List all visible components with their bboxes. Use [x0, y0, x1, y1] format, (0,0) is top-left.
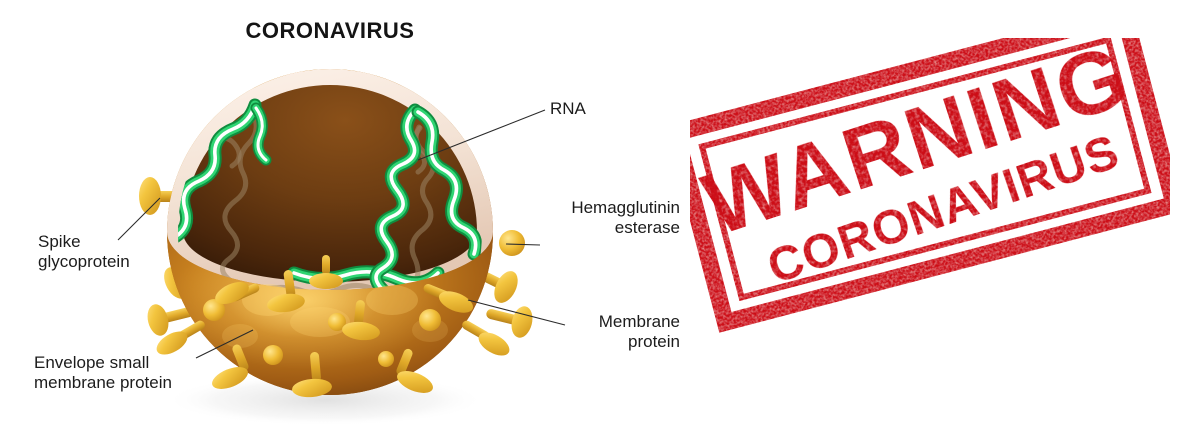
label-hemagglutinin-esterase: Hemagglutinin esterase	[571, 198, 680, 238]
label-spike-glycoprotein: Spike glycoprotein	[38, 232, 130, 272]
warning-stamp: WARNING CORONAVIRUS	[690, 38, 1170, 338]
rna-strand-right-outer	[411, 105, 482, 261]
leader-line-spike	[117, 197, 161, 241]
stamp-inner-border	[698, 38, 1152, 302]
spike-bowl-4	[423, 284, 474, 313]
label-membrane-protein: Membrane protein	[598, 312, 680, 352]
leader-line-membrane	[467, 299, 566, 326]
warning-stamp-graphic: WARNING CORONAVIRUS	[690, 38, 1170, 333]
rna-strand-right	[369, 103, 422, 297]
label-envelope-small-membrane-protein: Envelope small membrane protein	[34, 353, 172, 393]
spike-bowl-9	[462, 320, 510, 356]
hemagglutinin-esterase-marker	[499, 230, 525, 256]
leader-line-envelope	[195, 329, 254, 359]
spike-bowl-8	[309, 255, 343, 289]
spike-bowl-3	[342, 300, 380, 341]
leader-line-rna	[417, 109, 546, 161]
leader-line-hemagg	[505, 243, 541, 246]
coronavirus-diagram	[117, 69, 566, 426]
page-title: CORONAVIRUS	[245, 18, 415, 43]
stamp-outer-border	[690, 38, 1170, 333]
spike-bowl-10	[156, 320, 205, 355]
envelope-small-membrane-protein-group	[203, 299, 441, 367]
drop-shadow	[165, 374, 485, 426]
spike-bowl-7	[396, 348, 433, 393]
spike-bowl-1	[215, 281, 260, 305]
spike-group-front	[156, 255, 510, 398]
spike-bowl-2	[267, 270, 305, 313]
spike-bowl-5	[212, 344, 249, 389]
label-rna: RNA	[550, 99, 586, 118]
rna-branch-left	[250, 102, 272, 166]
leader-line-group	[117, 109, 566, 359]
spike-bowl-6	[292, 351, 332, 398]
